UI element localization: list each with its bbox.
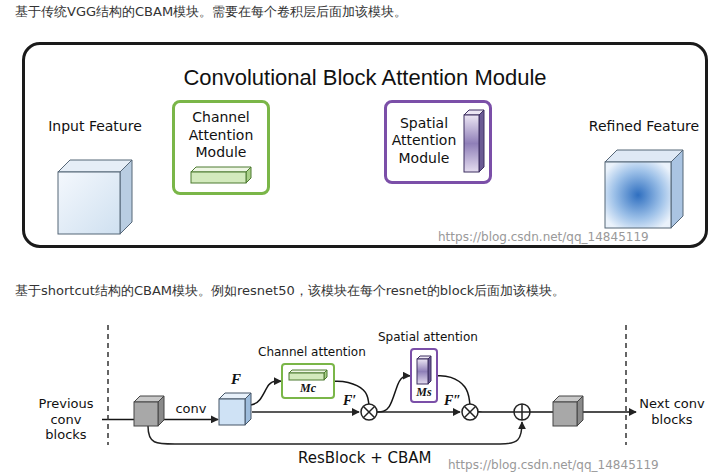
channel-attention-map: [288, 369, 328, 381]
feature-map: F: [218, 370, 254, 428]
cube: [58, 160, 132, 234]
cube: [219, 393, 251, 425]
drawing-stroke: [671, 150, 683, 228]
drawing-stroke: [246, 167, 251, 183]
cube: [605, 150, 683, 228]
module-frame: Convolutional Block Attention ModuleInpu…: [22, 42, 708, 248]
drawing-stroke: [289, 373, 324, 380]
feature-map: Refined Feature: [588, 118, 700, 230]
connector-arrow: [250, 381, 281, 405]
drawing-stroke: [245, 393, 251, 425]
watermark: https://blog.csdn.net/qq_14845119: [438, 231, 649, 244]
feature-symbol: F: [218, 370, 254, 388]
module-name: Spatial Attention Module: [391, 115, 457, 168]
drawing-stroke: [364, 407, 375, 418]
drawing-stroke: [58, 172, 120, 234]
drawing-stroke: [465, 407, 476, 418]
drawing-stroke: [364, 407, 375, 418]
drawing-stroke: [417, 359, 428, 384]
drawing-stroke: [521, 404, 523, 420]
drawing-stroke: [553, 402, 577, 426]
drawing-stroke: [58, 160, 132, 172]
drawing-stroke: [191, 167, 251, 172]
drawing-stroke: [158, 396, 164, 426]
feature-label: Refined Feature: [588, 118, 700, 135]
map-symbol: Ms: [412, 385, 436, 399]
spatial-attention-map: [463, 109, 485, 173]
attention-box: Ms: [410, 348, 438, 403]
diagram-caption: ResBlock + CBAM: [298, 449, 431, 468]
drawing-stroke: [191, 172, 246, 183]
description-text: 基于传统VGG结构的CBAM模块。需要在每个卷积层后面加该模块。: [15, 4, 407, 20]
feature-cube: [218, 392, 252, 426]
drawing-stroke: [120, 160, 132, 234]
cube: [134, 396, 164, 426]
drawing-stroke: [605, 150, 683, 162]
map-symbol: Mc: [283, 381, 333, 395]
boundary-line: [625, 325, 627, 445]
edge-label: conv: [173, 401, 208, 417]
attention-module: Spatial attentionMs: [378, 330, 470, 403]
feature-map: Input Feature: [45, 118, 145, 236]
block-label: Next conv blocks: [636, 396, 708, 427]
drawing-stroke: [514, 404, 530, 420]
drawing-stroke: [219, 399, 245, 425]
drawing-stroke: [361, 404, 377, 420]
drawing-stroke: [462, 404, 478, 420]
block-name: Previous conv blocks: [30, 396, 102, 443]
cube: [553, 396, 583, 426]
multiply-symbol: [462, 404, 478, 420]
attention-box: Mc: [281, 363, 335, 399]
feature-cube: [603, 148, 685, 230]
boundary-line: [107, 325, 109, 445]
feature-label: Input Feature: [45, 118, 145, 135]
shortcut-line: [148, 422, 522, 444]
main-line: [377, 411, 460, 413]
multiply-symbol: [361, 404, 377, 420]
attention-module: Spatial Attention Module: [384, 100, 492, 184]
drawing-stroke: [464, 115, 479, 172]
module-name: Channel attention: [258, 345, 358, 360]
module-name: Spatial attention: [378, 330, 470, 345]
diagram-title: Convolutional Block Attention Module: [25, 45, 705, 91]
block-label: Previous conv blocks: [30, 396, 102, 443]
add-symbol: [514, 404, 530, 420]
description-text: 基于shortcut结构的CBAM模块。例如resnet50，该模块在每个res…: [15, 283, 565, 299]
attention-module: Channel attentionMc: [258, 345, 358, 399]
module-name: Channel Attention Module: [181, 109, 261, 162]
drawing-stroke: [577, 396, 583, 426]
attention-module: Channel Attention Module: [172, 100, 270, 195]
feature-cube: [56, 158, 134, 236]
main-line: [252, 411, 359, 413]
channel-attention-map: [190, 166, 252, 184]
spatial-attention-map: [416, 355, 432, 385]
drawing-stroke: [134, 402, 158, 426]
feature-symbol: F′: [343, 392, 356, 410]
drawing-stroke: [605, 162, 671, 228]
drawing-stroke: [479, 110, 484, 172]
feature-symbol: F″: [444, 392, 461, 410]
drawing-stroke: [465, 407, 476, 418]
block-name: Next conv blocks: [636, 396, 708, 427]
watermark: https://blog.csdn.net/qq_14845119: [448, 458, 659, 472]
